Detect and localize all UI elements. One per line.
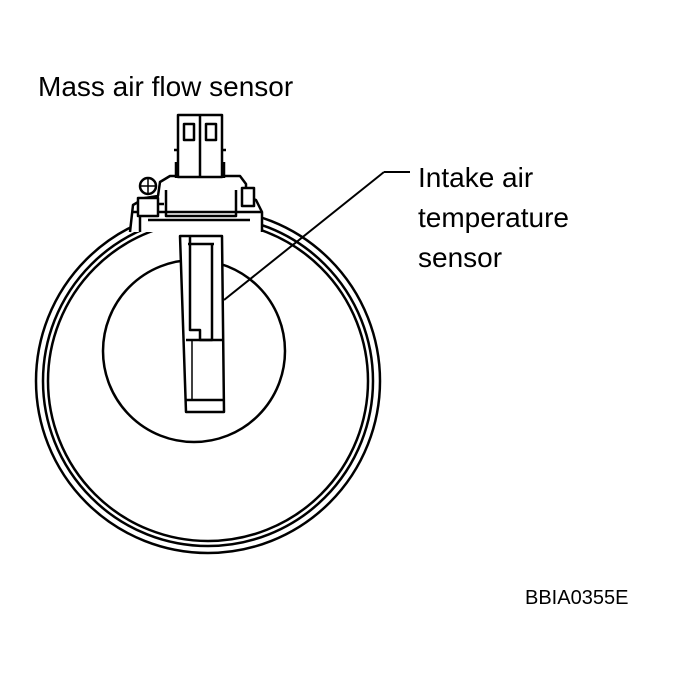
sensor-probe: [178, 234, 226, 414]
mass-air-flow-sensor-label: Mass air flow sensor: [38, 71, 294, 102]
intake-label-line-2: temperature: [418, 202, 569, 233]
intake-label-line-1: Intake air: [418, 162, 534, 193]
intake-label-line-3: sensor: [418, 242, 503, 273]
intake-sensor-leader-line: [223, 171, 385, 301]
mounting-flange: [128, 174, 264, 233]
electrical-connector: [174, 113, 226, 179]
intake-air-temperature-sensor-label: Intake air temperature sensor: [418, 158, 569, 278]
figure-code: BBIA0355E: [525, 587, 629, 609]
